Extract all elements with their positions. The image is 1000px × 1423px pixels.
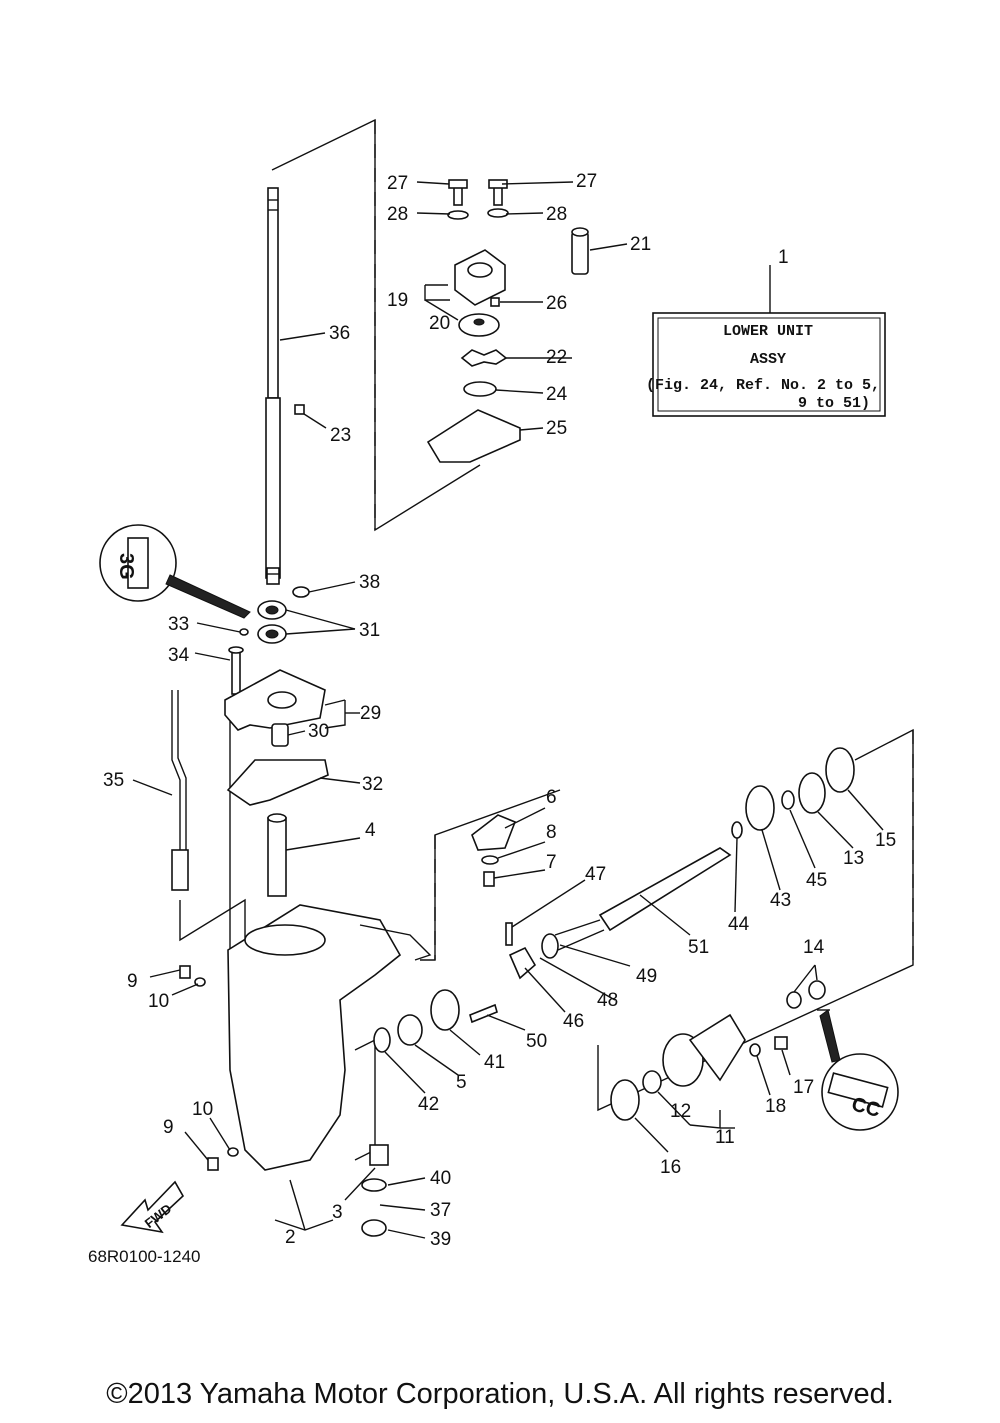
callout-10b: 10 bbox=[192, 1099, 213, 1120]
callout-2: 2 bbox=[285, 1227, 296, 1248]
callout-7: 7 bbox=[546, 852, 557, 873]
callout-20: 20 bbox=[429, 313, 450, 334]
callout-27a: 27 bbox=[387, 173, 408, 194]
callout-42: 42 bbox=[418, 1094, 439, 1115]
callout-37: 37 bbox=[430, 1200, 451, 1221]
callout-32: 32 bbox=[362, 774, 383, 795]
callout-11: 11 bbox=[715, 1127, 735, 1148]
leader-lines bbox=[132, 181, 884, 1239]
callout-8: 8 bbox=[546, 822, 557, 843]
lower-casing bbox=[227, 904, 432, 1171]
callout-4: 4 bbox=[365, 820, 376, 841]
callout-49: 49 bbox=[636, 966, 657, 987]
callout-labels: 1 2 3 4 5 6 7 8 9 9 10 10 11 12 13 14 15… bbox=[103, 171, 896, 1250]
callout-28a: 28 bbox=[387, 204, 408, 225]
shift-rod bbox=[171, 690, 189, 891]
assembly-title-line1: LOWER UNIT bbox=[723, 323, 813, 340]
assembly-outline bbox=[179, 118, 914, 1161]
callout-29: 29 bbox=[360, 703, 381, 724]
callout-45: 45 bbox=[806, 870, 827, 891]
callout-17: 17 bbox=[793, 1077, 814, 1098]
callout-34: 34 bbox=[168, 645, 190, 666]
callout-24: 24 bbox=[546, 384, 568, 405]
callout-9b: 9 bbox=[163, 1117, 174, 1138]
callout-18: 18 bbox=[765, 1096, 786, 1117]
copyright-notice: ©2013 Yamaha Motor Corporation, U.S.A. A… bbox=[106, 1378, 894, 1410]
callout-28b: 28 bbox=[546, 204, 567, 225]
callout-43: 43 bbox=[770, 890, 791, 911]
assembly-info-box: LOWER UNIT ASSY (Fig. 24, Ref. No. 2 to … bbox=[646, 265, 886, 417]
callout-41: 41 bbox=[484, 1052, 505, 1073]
callout-36: 36 bbox=[329, 323, 350, 344]
callout-10a: 10 bbox=[148, 991, 169, 1012]
callout-40: 40 bbox=[430, 1168, 451, 1189]
diagram-code: 68R0100-1240 bbox=[88, 1247, 200, 1266]
callout-15: 15 bbox=[875, 830, 896, 851]
callout-1: 1 bbox=[778, 247, 789, 268]
callout-48: 48 bbox=[597, 990, 618, 1011]
propeller-cap-parts bbox=[610, 980, 826, 1121]
callout-21: 21 bbox=[630, 234, 651, 255]
sealant-stamp-3g: 3G bbox=[115, 553, 137, 580]
callout-39: 39 bbox=[430, 1229, 451, 1250]
pump-housing-parts bbox=[224, 646, 329, 806]
callout-16: 16 bbox=[660, 1157, 681, 1178]
callout-25: 25 bbox=[546, 418, 567, 439]
callout-26: 26 bbox=[546, 293, 567, 314]
assembly-note-line1: (Fig. 24, Ref. No. 2 to 5, bbox=[646, 377, 880, 394]
propeller-shaft-parts bbox=[361, 747, 855, 1237]
callout-5: 5 bbox=[456, 1072, 467, 1093]
assembly-note-line2: 9 to 51) bbox=[798, 395, 870, 412]
drive-shaft bbox=[265, 187, 281, 585]
callout-12: 12 bbox=[670, 1101, 691, 1122]
callout-30: 30 bbox=[308, 721, 329, 742]
callout-27b: 27 bbox=[576, 171, 597, 192]
callout-47: 47 bbox=[585, 864, 606, 885]
callout-44: 44 bbox=[728, 914, 750, 935]
callout-9a: 9 bbox=[127, 971, 138, 992]
callout-14: 14 bbox=[803, 937, 825, 958]
sealant-callout-cc: CC bbox=[817, 1009, 899, 1131]
callout-51: 51 bbox=[688, 937, 709, 958]
callout-6: 6 bbox=[546, 787, 557, 808]
callout-46: 46 bbox=[563, 1011, 584, 1032]
water-tube bbox=[267, 813, 287, 897]
callout-33: 33 bbox=[168, 614, 189, 635]
assembly-title-line2: ASSY bbox=[750, 351, 786, 368]
key-part bbox=[294, 404, 305, 415]
fwd-arrow-icon: FWD bbox=[120, 1180, 185, 1234]
trim-tab-parts bbox=[471, 814, 517, 887]
callout-13: 13 bbox=[843, 848, 864, 869]
callout-19: 19 bbox=[387, 290, 408, 311]
callout-31: 31 bbox=[359, 620, 380, 641]
callout-23: 23 bbox=[330, 425, 351, 446]
callout-50: 50 bbox=[526, 1031, 547, 1052]
callout-38: 38 bbox=[359, 572, 380, 593]
sealant-callout-3g: 3G bbox=[99, 524, 251, 619]
callout-22: 22 bbox=[546, 347, 567, 368]
callout-3: 3 bbox=[332, 1202, 343, 1223]
seal-parts bbox=[239, 586, 310, 644]
callout-35: 35 bbox=[103, 770, 124, 791]
